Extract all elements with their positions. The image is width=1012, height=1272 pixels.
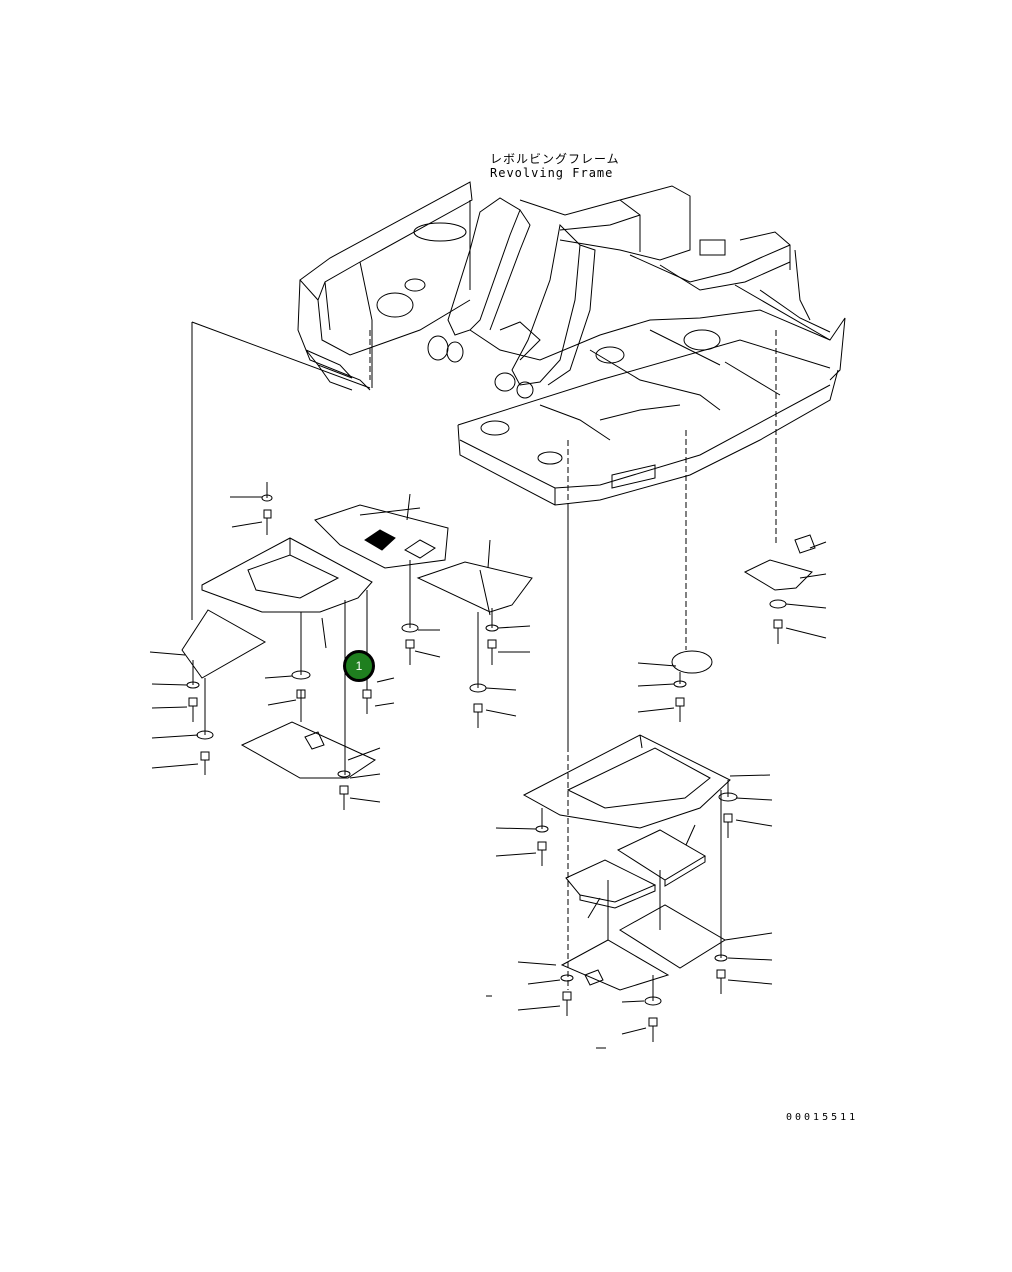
undercover-plate-h	[566, 860, 655, 908]
undercover-plate-a	[202, 538, 372, 612]
part-leaders-left	[150, 494, 530, 802]
assembly-leader-lines	[370, 330, 776, 990]
undercover-plate-j	[562, 940, 668, 990]
bolts-left	[187, 495, 498, 810]
undercover-plate-g	[618, 830, 705, 886]
cap-plug	[672, 651, 712, 673]
undercover-plate-b	[182, 610, 265, 678]
callout-number: 1	[355, 659, 363, 673]
frame-outline-leaders	[192, 322, 568, 750]
part-leaders-right	[486, 542, 826, 1048]
frame-title-japanese: レボルビングフレーム	[490, 152, 620, 166]
undercover-plate-i	[620, 905, 725, 968]
alignment-lines	[193, 482, 728, 1001]
undercover-plate-e	[242, 722, 375, 778]
undercover-plate-d	[418, 562, 532, 615]
bracket-right	[745, 535, 815, 590]
frame-title-english: Revolving Frame	[490, 166, 614, 180]
undercover-plate-f	[524, 735, 730, 828]
drawing-reference-number: 00015511	[786, 1112, 859, 1123]
revolving-frame	[298, 182, 845, 505]
callout-marker-1[interactable]: 1	[343, 650, 375, 682]
undercover-plate-c	[315, 505, 448, 568]
